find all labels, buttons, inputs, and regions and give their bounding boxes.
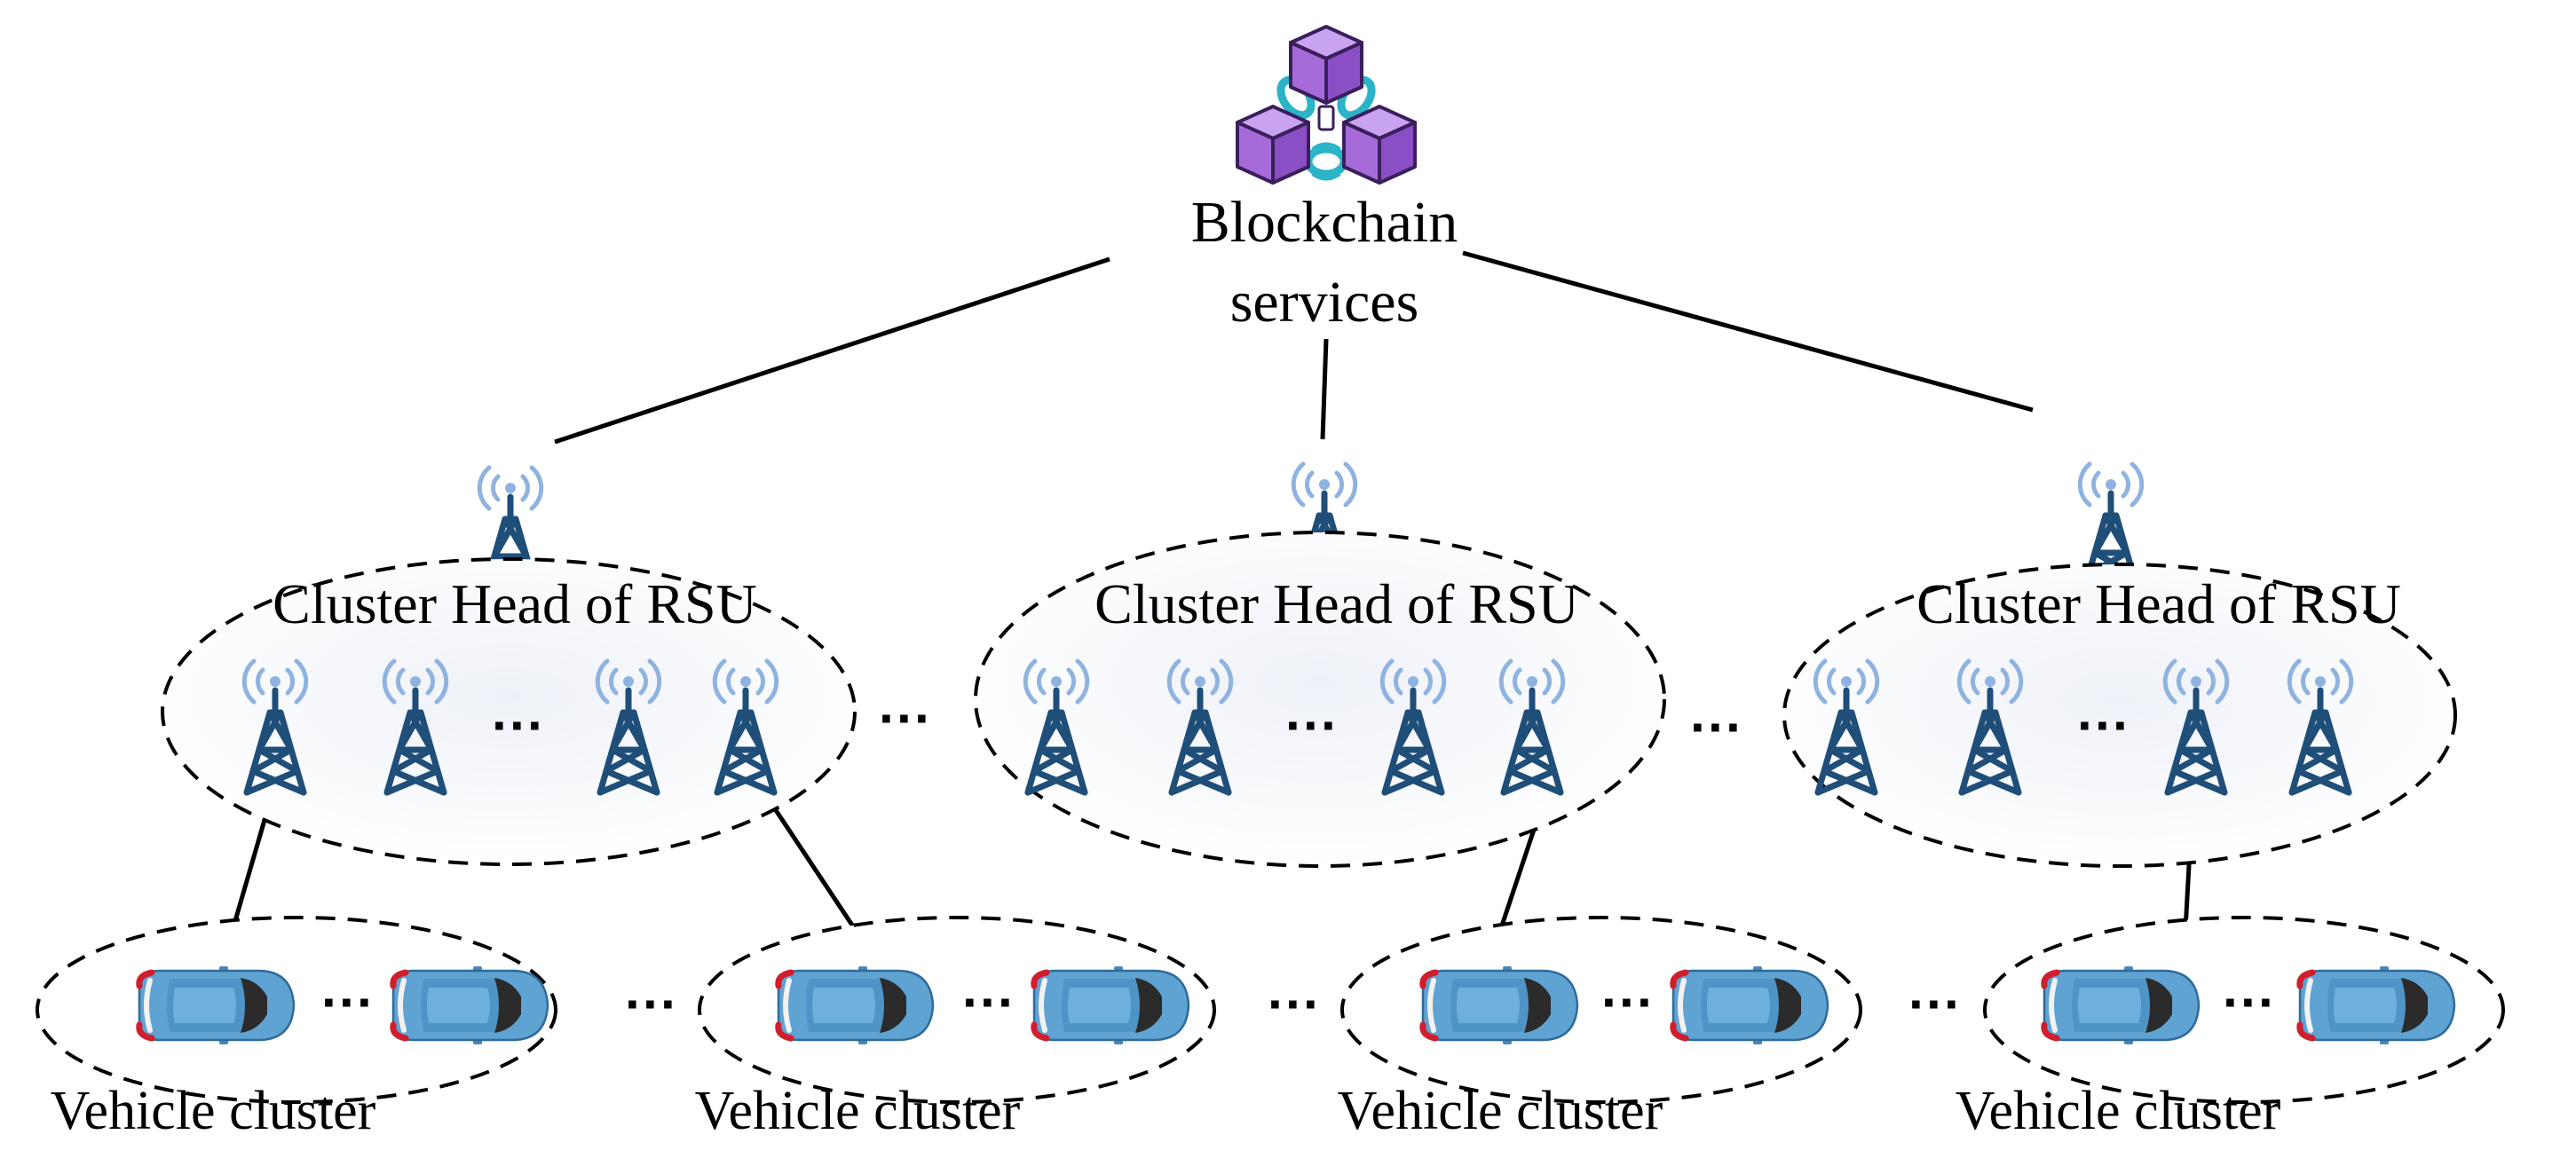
link-blockchain-rsu1	[554, 256, 1110, 445]
ellipsis-dots: ···	[2223, 973, 2276, 1032]
car-icon	[139, 966, 294, 1044]
car-icon	[1034, 966, 1189, 1044]
vehicle-cluster-label: Vehicle cluster	[1338, 1081, 1663, 1141]
vehicle-cluster-1: ··· Vehicle cluster	[36, 916, 557, 1141]
link-blockchain-rsu2	[1320, 338, 1329, 440]
vehicle-cluster-label: Vehicle cluster	[1956, 1081, 2281, 1141]
ellipsis-dots: ···	[2077, 696, 2130, 755]
car-icon	[1673, 966, 1828, 1044]
vehicle-cluster-ellipse	[36, 916, 557, 1104]
ellipsis-dots-between-vehicle-1-2: ···	[625, 974, 678, 1034]
blockchain-cubes-icon	[1237, 27, 1415, 183]
ellipsis-dots: ···	[1285, 696, 1339, 755]
ellipsis-dots: ···	[1601, 973, 1655, 1032]
rsu-cluster-ellipse	[1782, 563, 2457, 868]
blockchain-services-node: Blockchain services	[1191, 27, 1458, 335]
vehicle-cluster-ellipse	[1340, 916, 1862, 1104]
vehicle-cluster-ellipse	[698, 916, 1216, 1104]
ellipsis-dots: ···	[321, 973, 375, 1032]
vehicle-cluster-ellipse	[1983, 916, 2505, 1104]
vehicle-cluster-label: Vehicle cluster	[695, 1081, 1021, 1141]
ellipsis-dots-between-rsu-2-3: ···	[1690, 697, 1743, 757]
blockchain-label-line1: Blockchain	[1191, 190, 1458, 255]
car-icon	[778, 966, 933, 1044]
rsu-cluster-2: Cluster Head of RSU ···	[974, 464, 1666, 868]
vehicle-cluster-2: ··· Vehicle cluster	[695, 916, 1216, 1141]
ellipsis-dots-between-vehicle-2-3: ···	[1268, 974, 1321, 1034]
ellipsis-dots-between-rsu-1-2: ···	[879, 689, 932, 748]
car-icon	[1423, 966, 1577, 1044]
vehicle-cluster-4: ··· Vehicle cluster	[1956, 916, 2505, 1141]
vehicle-cluster-3: ··· Vehicle cluster	[1338, 916, 1862, 1141]
ellipsis-dots: ···	[962, 973, 1015, 1032]
car-icon	[2044, 966, 2199, 1044]
link-rsu1-vehicle2	[761, 790, 859, 934]
ellipsis-dots: ···	[492, 696, 545, 755]
rsu-cluster-1: Cluster Head of RSU ···	[161, 468, 857, 866]
vehicle-cluster-label: Vehicle cluster	[51, 1081, 376, 1141]
rsu-cluster-label: Cluster Head of RSU	[1094, 572, 1579, 635]
rsu-cluster-ellipse	[974, 531, 1666, 868]
ellipsis-dots-between-vehicle-3-4: ···	[1908, 974, 1962, 1034]
link-blockchain-rsu3	[1462, 250, 2034, 413]
blockchain-label-line2: services	[1230, 270, 1419, 335]
rsu-cluster-3: Cluster Head of RSU ···	[1782, 464, 2457, 868]
car-icon	[2300, 966, 2454, 1044]
rsu-cluster-ellipse	[161, 557, 857, 866]
rsu-cluster-label: Cluster Head of RSU	[273, 572, 757, 635]
rsu-cluster-label: Cluster Head of RSU	[1916, 572, 2401, 635]
car-icon	[393, 966, 548, 1044]
